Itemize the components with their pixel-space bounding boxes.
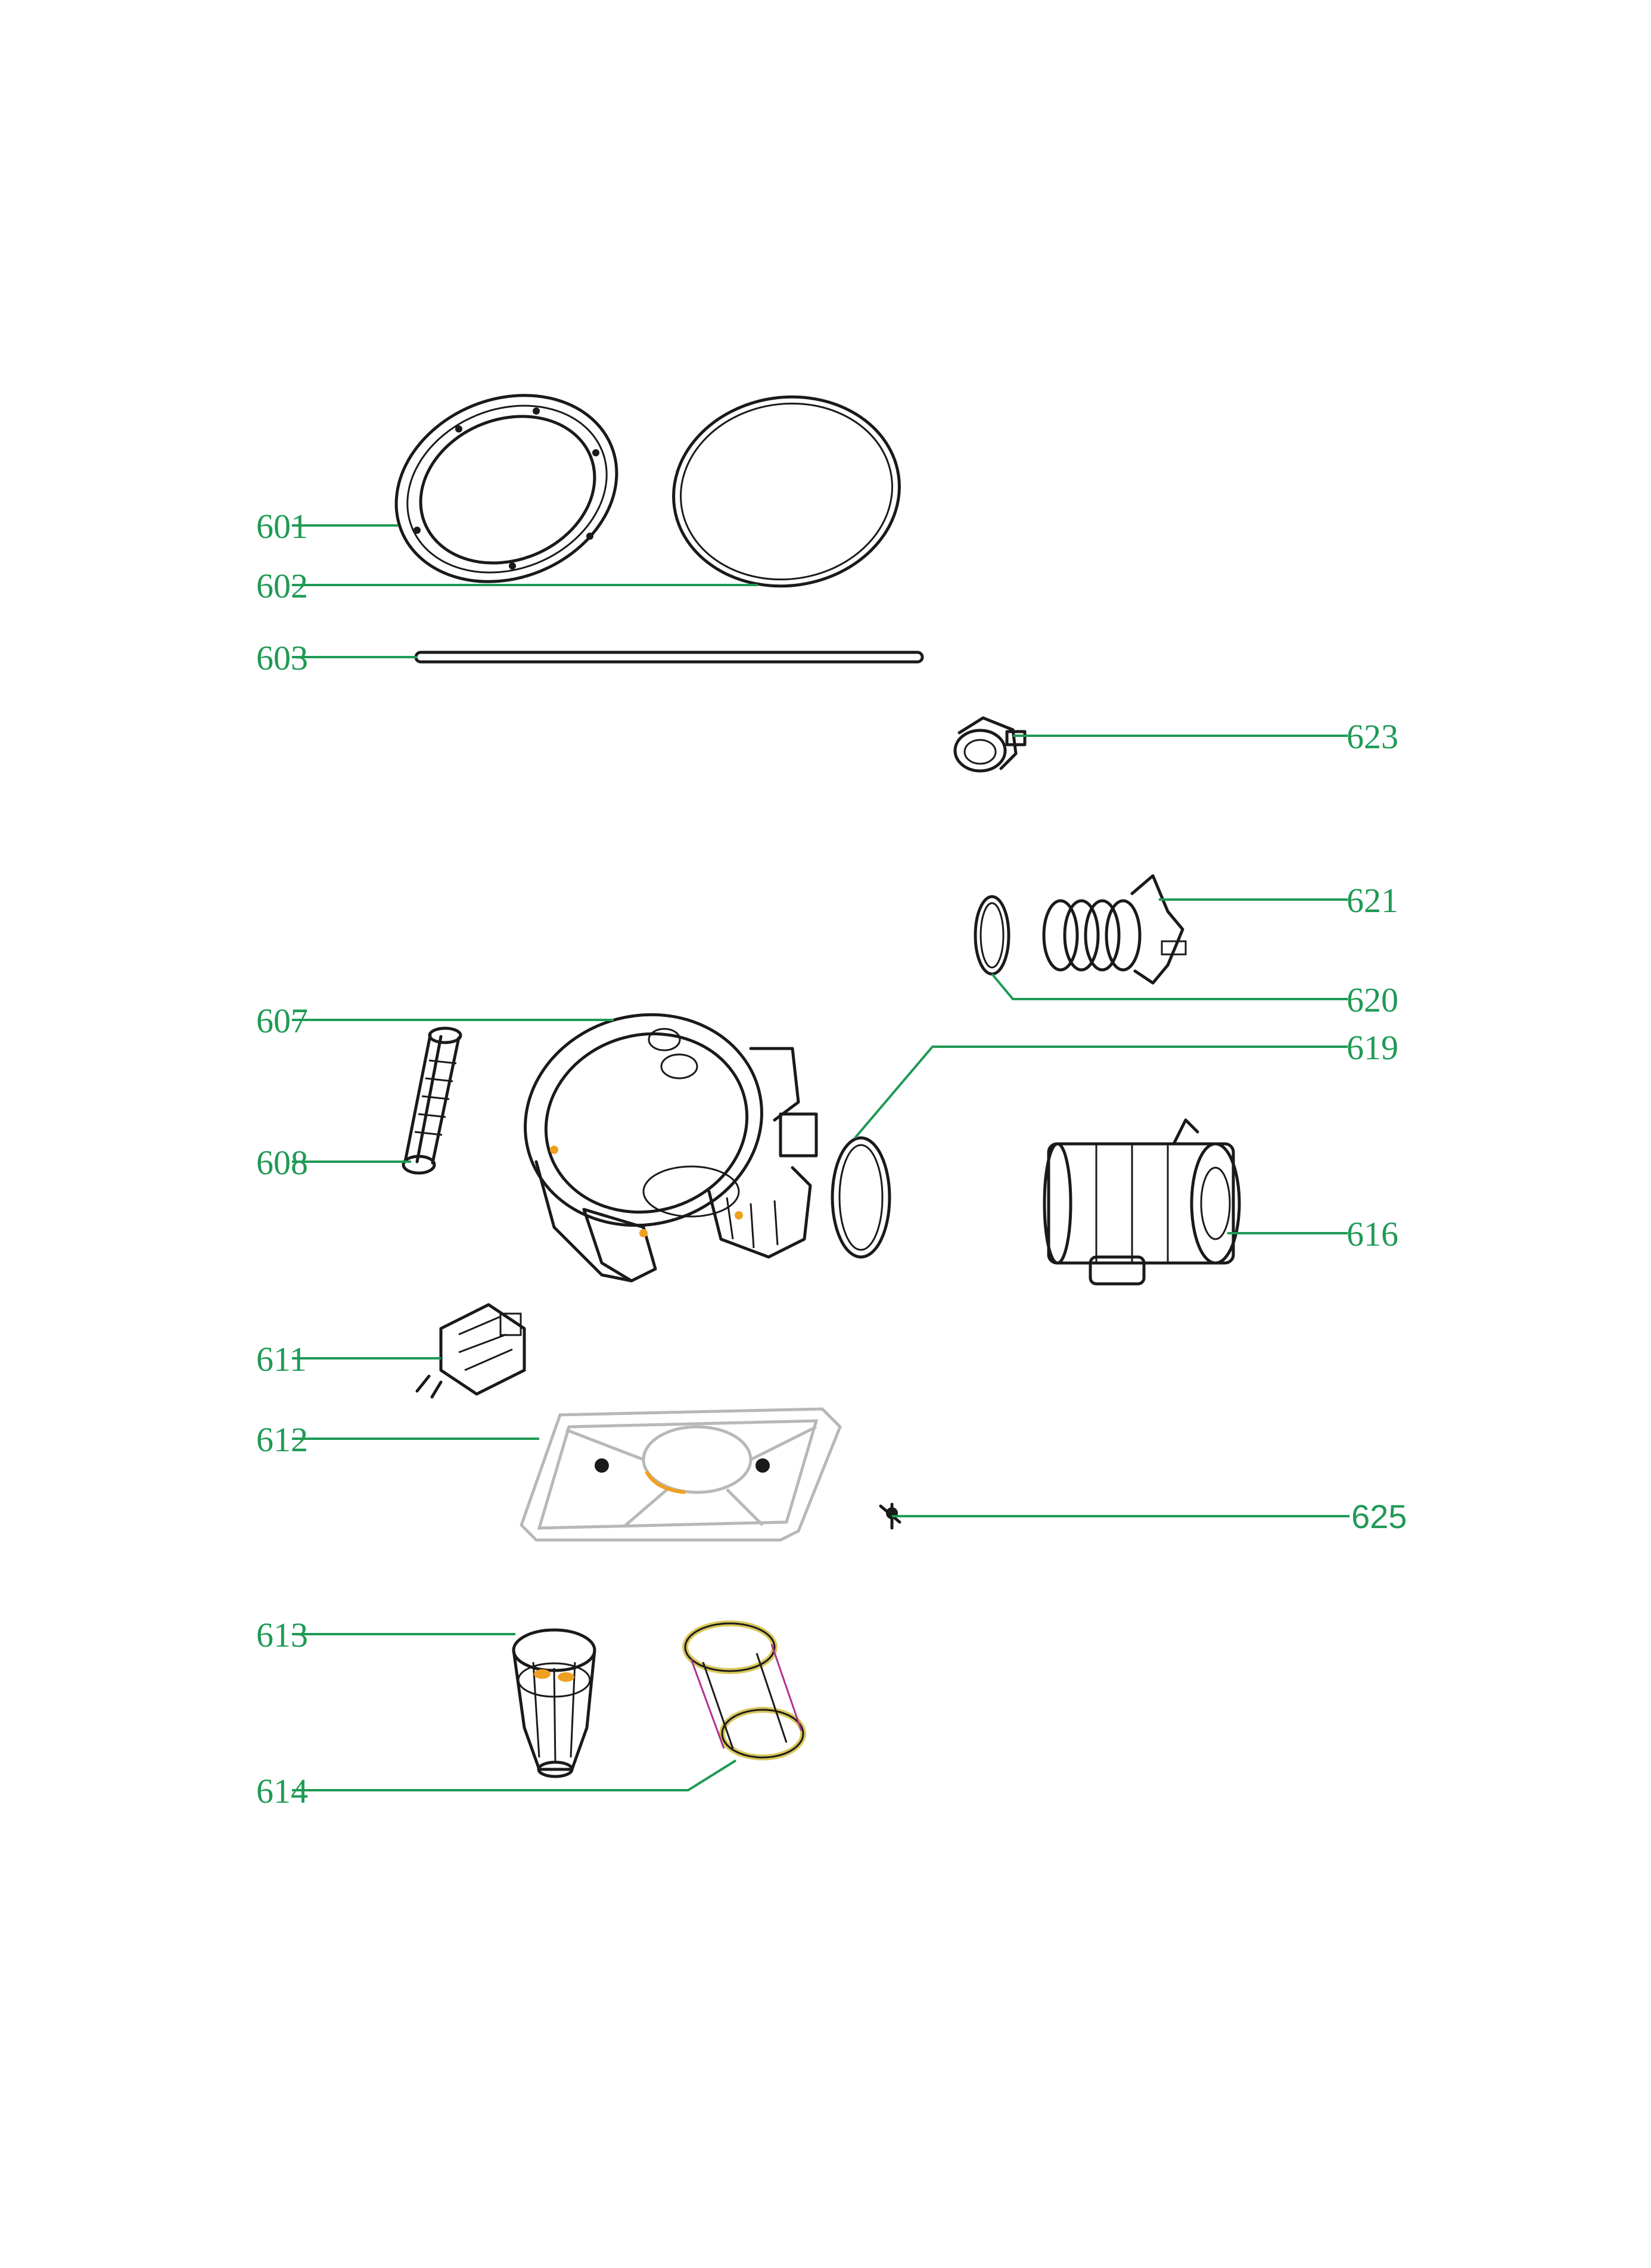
callout-623: 623: [1347, 717, 1398, 756]
callout-607: 607: [256, 1001, 308, 1040]
callout-619: 619: [1347, 1028, 1398, 1067]
part-608-hose: [402, 1026, 462, 1175]
callout-601: 601: [256, 507, 308, 546]
part-623-connector: [953, 716, 1027, 773]
part-601-flange-ring: [394, 394, 618, 583]
callout-labels: 601 602 603 623 621 620 607 619 608 616 …: [256, 507, 1407, 1810]
part-603-rod: [414, 651, 924, 664]
leader-619: [854, 1046, 1348, 1139]
part-614-mesh-filter: [682, 1620, 806, 1760]
part-611-pressure-switch: [415, 1303, 526, 1399]
part-619-seal-ring: [831, 1136, 891, 1259]
callout-625: 625: [1351, 1498, 1407, 1535]
part-616-pump-motor: [1043, 1118, 1241, 1286]
callout-602: 602: [256, 567, 308, 605]
callout-611: 611: [256, 1340, 307, 1379]
part-607-sump-housing: [524, 1013, 818, 1283]
leader-620: [991, 973, 1348, 1000]
callout-612: 612: [256, 1420, 308, 1459]
part-620-o-ring: [974, 895, 1011, 976]
leader-lines: [292, 524, 1350, 1791]
part-612-filter-plate: [520, 1407, 842, 1542]
part-621-heater: [1042, 874, 1187, 985]
callout-603: 603: [256, 639, 308, 677]
callout-620: 620: [1347, 981, 1398, 1019]
callout-616: 616: [1347, 1215, 1398, 1253]
part-613-filter: [512, 1628, 596, 1778]
callout-614: 614: [256, 1772, 308, 1810]
callout-613: 613: [256, 1616, 308, 1654]
callout-608: 608: [256, 1143, 308, 1182]
leader-614: [292, 1759, 737, 1791]
part-602-gasket: [672, 395, 901, 588]
callout-621: 621: [1347, 881, 1398, 920]
